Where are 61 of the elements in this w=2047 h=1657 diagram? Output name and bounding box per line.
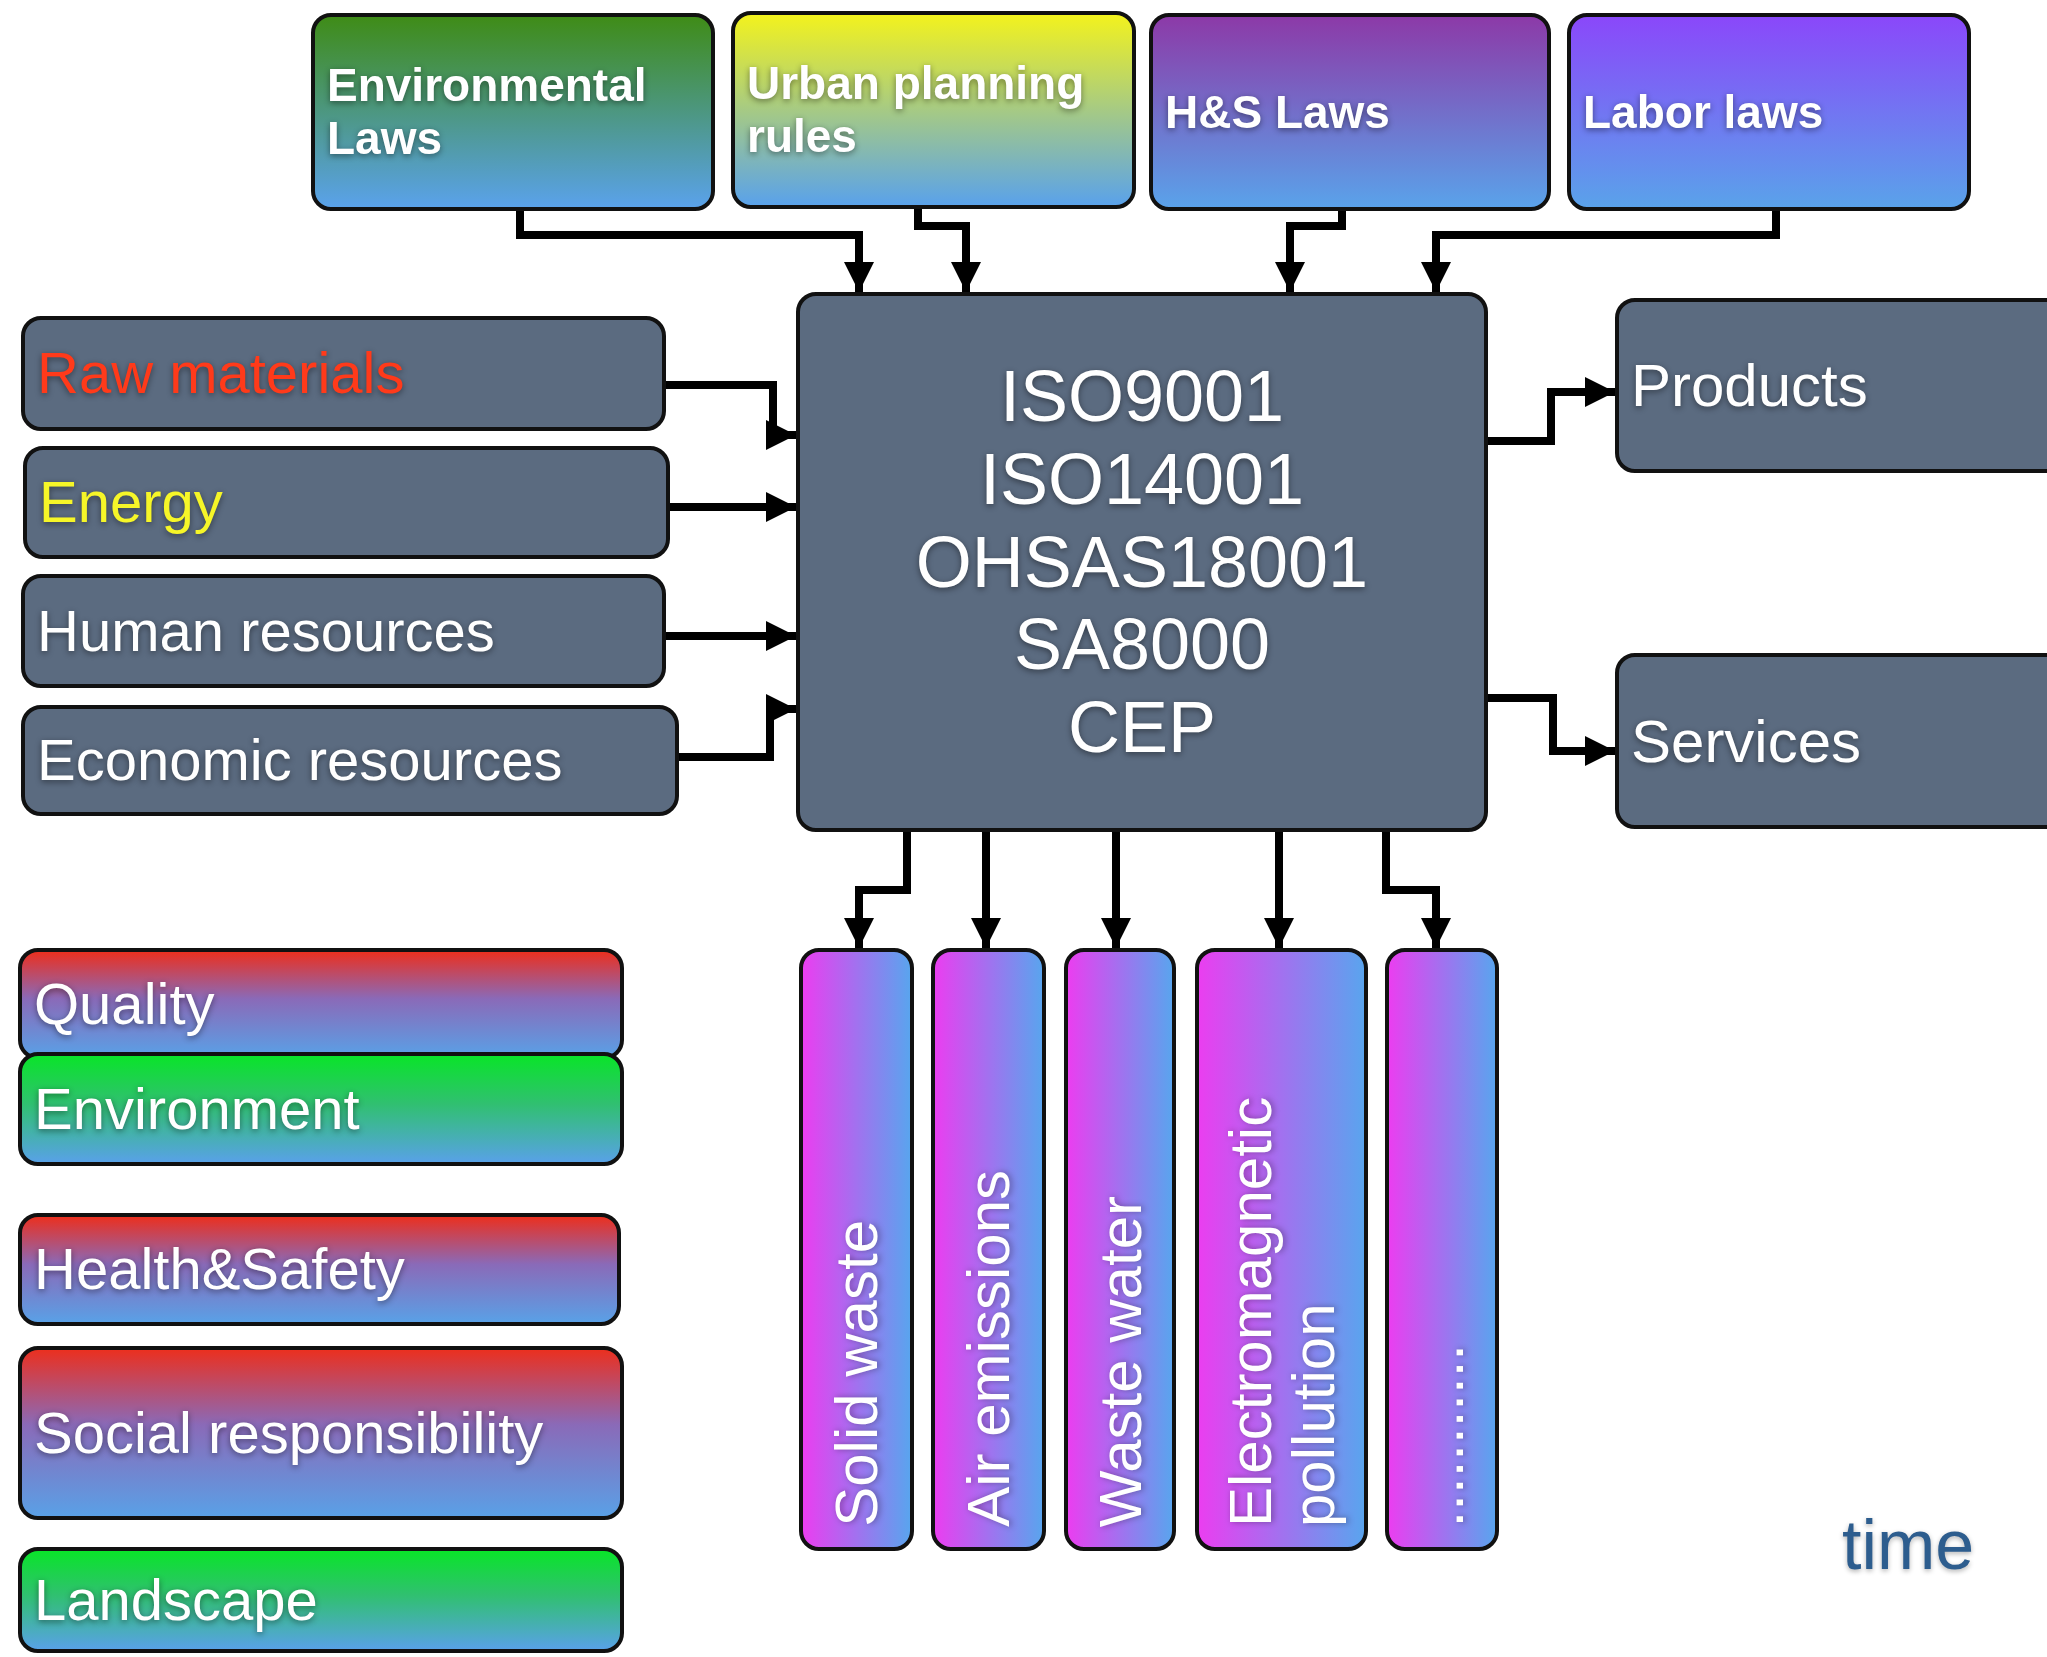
- label-box: [1615, 298, 2047, 473]
- label-box: [311, 13, 715, 211]
- label-box: [21, 574, 666, 688]
- box-label: Energy: [39, 469, 223, 536]
- label-box: [931, 948, 1046, 1551]
- box-label: Electromagnetic pollution: [1218, 1095, 1345, 1527]
- box-label: Urban planning rules: [747, 57, 1086, 163]
- box-label: Solid waste: [825, 1220, 888, 1527]
- arrow: [666, 621, 796, 651]
- arrow: [1421, 211, 1780, 292]
- label-box: [18, 1213, 621, 1326]
- arrow: [844, 832, 911, 948]
- process-box: [796, 292, 1488, 832]
- label-box: [1064, 948, 1176, 1551]
- time-label: time: [1842, 1505, 1975, 1585]
- label-box: [1567, 13, 1971, 211]
- arrow: [971, 832, 1001, 948]
- box-label: OHSAS18001: [915, 520, 1369, 604]
- arrow: [516, 211, 874, 292]
- arrow: [1382, 832, 1451, 948]
- box-label: Economic resources: [37, 727, 563, 794]
- arrow: [666, 381, 796, 450]
- box-label: CEP: [1067, 686, 1216, 769]
- box-label: ISO9001: [999, 355, 1285, 438]
- box-label: Products: [1631, 351, 1868, 420]
- box-label: Landscape: [34, 1566, 318, 1634]
- box-label: ...........: [1410, 1343, 1474, 1527]
- arrow: [914, 209, 981, 292]
- box-label: Services: [1631, 706, 1862, 776]
- label-box: [799, 948, 914, 1551]
- label-box: [731, 11, 1136, 209]
- label-box: [23, 446, 670, 559]
- label-box: [1385, 948, 1499, 1551]
- box-label: Social responsibility: [34, 1399, 544, 1467]
- label-box: [18, 1346, 624, 1520]
- arrow: [1488, 694, 1615, 766]
- box-label: Labor laws: [1583, 85, 1824, 139]
- label-box: [21, 705, 679, 816]
- box-label: ISO14001: [979, 437, 1305, 521]
- box-label: H&S Laws: [1165, 85, 1390, 139]
- label-box: [1149, 13, 1551, 211]
- arrow: [679, 694, 796, 761]
- box-label: Quality: [34, 970, 215, 1038]
- box-label: Human resources: [37, 597, 495, 665]
- arrow: [1488, 377, 1615, 445]
- box-label: Raw materials: [37, 340, 405, 407]
- label-box: [21, 316, 666, 431]
- arrow: [670, 492, 796, 522]
- box-label: Air emissions: [957, 1170, 1020, 1527]
- box-label: Health&Safety: [34, 1236, 405, 1303]
- label-box: [18, 1547, 624, 1653]
- arrow: [1101, 832, 1131, 948]
- box-label: Environment: [34, 1075, 360, 1143]
- arrow: [1264, 832, 1294, 948]
- box-label: Waste water: [1088, 1195, 1152, 1527]
- arrow: [1275, 211, 1346, 292]
- label-box: [1195, 948, 1368, 1551]
- label-box: [1615, 653, 2047, 829]
- label-box: [18, 1052, 624, 1166]
- box-label: SA8000: [1013, 603, 1271, 687]
- box-label: Environmental Laws: [327, 59, 648, 165]
